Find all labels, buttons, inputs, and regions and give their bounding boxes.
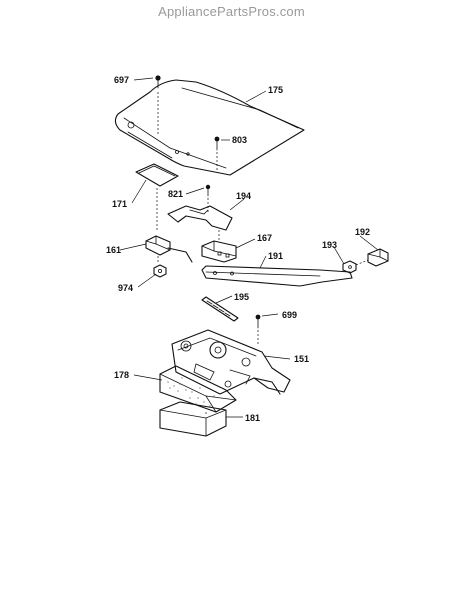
label-181: 181: [245, 413, 260, 423]
label-697: 697: [114, 75, 129, 85]
label-151: 151: [294, 354, 309, 364]
part-192-knob[interactable]: [367, 248, 389, 267]
part-974-nut[interactable]: [153, 264, 167, 278]
part-194-bracket[interactable]: [167, 205, 233, 231]
label-171: 171: [112, 199, 127, 209]
label-803: 803: [232, 135, 247, 145]
label-193: 193: [322, 240, 337, 250]
label-161: 161: [106, 245, 121, 255]
part-803-screw[interactable]: [214, 136, 220, 172]
part-178-insulation[interactable]: [159, 365, 237, 416]
label-167: 167: [257, 233, 272, 243]
part-167-switch[interactable]: [201, 230, 237, 263]
part-699-screw[interactable]: [255, 314, 261, 346]
part-181-block[interactable]: [159, 401, 227, 437]
label-195: 195: [234, 292, 249, 302]
watermark-text: AppliancePartsPros.com: [158, 4, 305, 19]
label-699: 699: [282, 310, 297, 320]
label-974: 974: [118, 283, 133, 293]
label-192: 192: [355, 227, 370, 237]
part-191-rod[interactable]: [201, 265, 353, 287]
part-171-pad[interactable]: [135, 163, 179, 230]
label-821: 821: [168, 189, 183, 199]
part-821-screw[interactable]: [205, 184, 211, 214]
part-195-spring[interactable]: [201, 296, 239, 322]
part-193-fastener[interactable]: [342, 259, 369, 274]
part-175-cover-plate[interactable]: [114, 79, 305, 176]
callout-leaders: [119, 77, 379, 418]
label-175: 175: [268, 85, 283, 95]
part-151-latch-assembly[interactable]: [171, 329, 291, 395]
label-178: 178: [114, 370, 129, 380]
label-191: 191: [268, 251, 283, 261]
part-161-switch[interactable]: [145, 235, 193, 264]
callout-labels: 697 175 803 171 821 194 167 161 192 193 …: [106, 75, 370, 423]
label-194: 194: [236, 191, 251, 201]
part-697-screw[interactable]: [155, 75, 161, 134]
